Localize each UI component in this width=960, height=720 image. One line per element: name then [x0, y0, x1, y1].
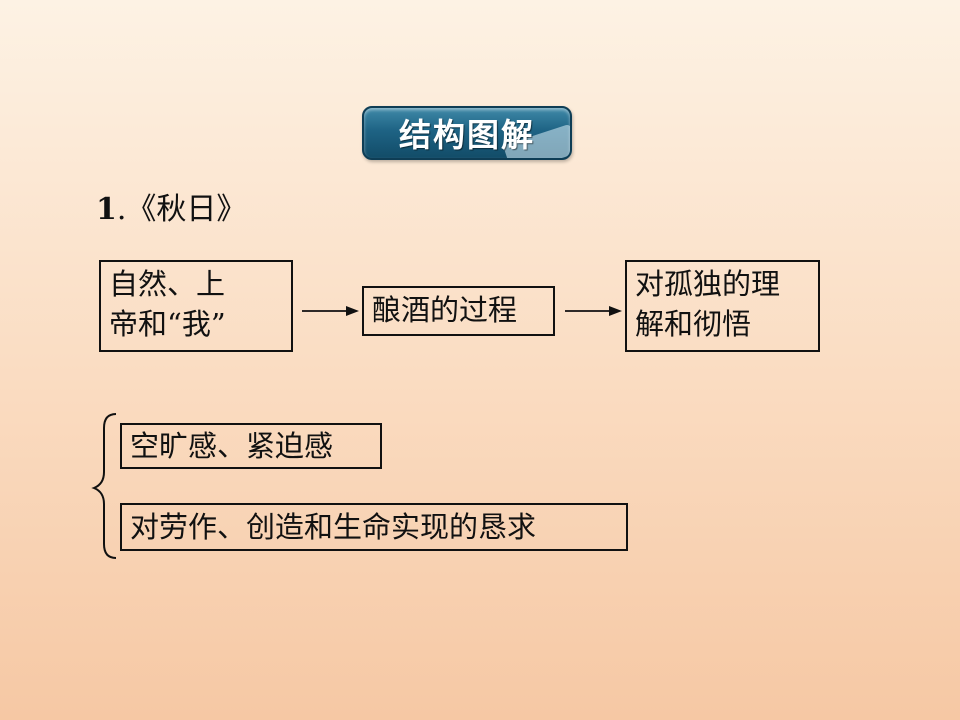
brace-item-box-1: 空旷感、紧迫感 [120, 423, 382, 469]
flow-box-brewing: 酿酒的过程 [362, 286, 555, 336]
flow-box-a-line1: 自然、上 [109, 267, 226, 301]
left-brace [91, 413, 117, 559]
brace-item-2-text: 对劳作、创造和生命实现的恳求 [130, 510, 537, 544]
brace-item-1-text: 空旷感、紧迫感 [130, 429, 334, 463]
flow-box-understanding: 对孤独的理 解和彻悟 [625, 260, 820, 352]
section-separator: . [116, 192, 127, 227]
arrow-a-to-b-head [346, 306, 359, 316]
section-heading: 1.《秋日》 [96, 184, 246, 228]
flow-box-nature-god-me: 自然、上 帝和“我” [99, 260, 293, 352]
arrow-b-to-c-head [609, 306, 622, 316]
badge-text: 结构图解 [398, 116, 535, 154]
flow-box-a-line2: 帝和“我” [109, 307, 226, 341]
flow-box-c-line1: 对孤独的理 [635, 267, 781, 301]
brace-item-box-2: 对劳作、创造和生命实现的恳求 [120, 503, 628, 551]
section-badge: 结构图解 [362, 106, 572, 160]
section-number: 1 [96, 192, 117, 227]
flow-box-c-line2: 解和彻悟 [635, 307, 752, 341]
flow-box-b-text: 酿酒的过程 [372, 293, 518, 327]
section-title-text: 《秋日》 [126, 192, 247, 227]
